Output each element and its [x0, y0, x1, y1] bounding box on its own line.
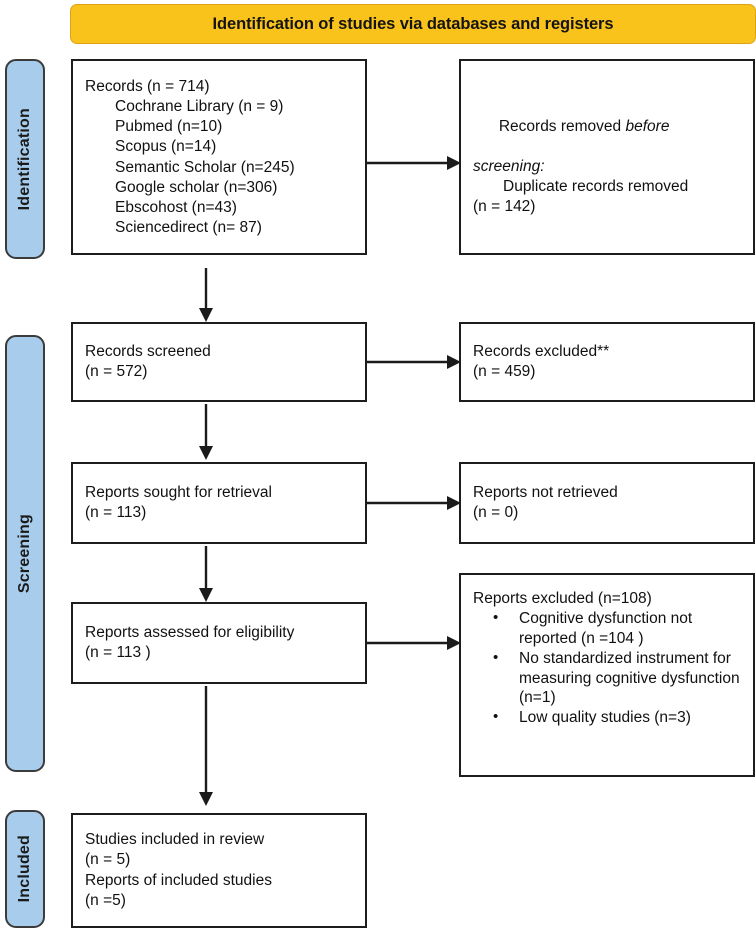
records-identified-line-2: Pubmed (n=10): [115, 118, 223, 136]
reports-sought-line-1: (n = 113): [85, 504, 147, 521]
records-screened-line-0: Records screened: [85, 342, 211, 360]
records-identified-line-1: Cochrane Library (n = 9): [115, 98, 284, 116]
arrow-screened-to-excluded: [367, 351, 461, 373]
records-removed-line-2: Duplicate records removed: [503, 178, 689, 196]
reports-not-retrieved-line-1: (n = 0): [473, 504, 519, 521]
records-removed-line-3: (n = 142): [473, 198, 536, 216]
studies-included-line-1: (n = 5): [85, 851, 131, 869]
records-removed-line-0: Records removed before: [473, 97, 741, 157]
phase-banner-identification: Identification of studies via databases …: [70, 4, 756, 44]
arrow-sought-to-not-retrieved: [367, 492, 461, 514]
arrow-assessed-to-included: [195, 686, 217, 806]
records-identified-line-6: Ebscohost (n=43): [115, 198, 237, 216]
records-identified-line-3: Scopus (n=14): [115, 138, 217, 156]
box-reports-excluded: Reports excluded (n=108) Cognitive dysfu…: [459, 573, 755, 777]
list-item: Low quality studies (n=3): [493, 707, 741, 728]
arrow-identified-to-screened: [195, 268, 217, 322]
reports-not-retrieved-line-0: Reports not retrieved: [473, 483, 618, 501]
records-removed-line-1: screening:: [473, 158, 545, 175]
box-records-excluded: Records excluded** (n = 459): [459, 322, 755, 402]
studies-included-line-3: (n =5): [85, 891, 126, 909]
records-removed-text-plain: Records removed: [498, 117, 626, 135]
box-reports-not-retrieved: Reports not retrieved (n = 0): [459, 462, 755, 544]
reports-assessed-line-1: (n = 113 ): [85, 644, 151, 661]
box-reports-sought: Reports sought for retrieval (n = 113): [71, 462, 367, 544]
records-excluded-line-0: Records excluded**: [473, 342, 610, 360]
arrow-screened-to-sought: [195, 404, 217, 460]
records-excluded-line-1: (n = 459): [473, 363, 536, 380]
records-identified-line-0: Records (n = 714): [85, 78, 210, 95]
stage-label-included: Included: [5, 810, 45, 928]
box-records-removed: Records removed before screening: Duplic…: [459, 59, 755, 255]
box-records-screened: Records screened (n = 572): [71, 322, 367, 402]
studies-included-line-0: Studies included in review: [85, 831, 265, 849]
reports-excluded-heading: Reports excluded (n=108): [473, 590, 652, 607]
records-identified-line-4: Semantic Scholar (n=245): [115, 158, 295, 176]
list-item: Cognitive dysfunction not reported (n =1…: [493, 608, 741, 649]
arrow-identified-to-removed: [367, 152, 461, 174]
list-item: No standardized instrument for measuring…: [493, 648, 741, 708]
stage-label-screening-text: Screening: [16, 513, 33, 594]
box-records-identified: Records (n = 714) Cochrane Library (n = …: [71, 59, 367, 255]
stage-label-included-text: Included: [16, 835, 33, 903]
studies-included-line-2: Reports of included studies: [85, 871, 272, 889]
arrow-assessed-to-excluded: [367, 632, 461, 654]
records-screened-line-1: (n = 572): [85, 363, 148, 380]
stage-label-identification-text: Identification: [16, 107, 33, 211]
box-reports-assessed: Reports assessed for eligibility (n = 11…: [71, 602, 367, 684]
records-removed-text-italic: before: [625, 117, 670, 135]
arrow-sought-to-assessed: [195, 546, 217, 602]
stage-label-identification: Identification: [5, 59, 45, 259]
reports-assessed-line-0: Reports assessed for eligibility: [85, 623, 295, 641]
records-identified-line-5: Google scholar (n=306): [115, 178, 278, 196]
stage-label-screening: Screening: [5, 335, 45, 772]
box-studies-included: Studies included in review (n = 5) Repor…: [71, 813, 367, 928]
reports-sought-line-0: Reports sought for retrieval: [85, 483, 272, 501]
records-identified-line-7: Sciencedirect (n= 87): [115, 218, 262, 236]
reports-excluded-bullet-list: Cognitive dysfunction not reported (n =1…: [473, 608, 741, 728]
